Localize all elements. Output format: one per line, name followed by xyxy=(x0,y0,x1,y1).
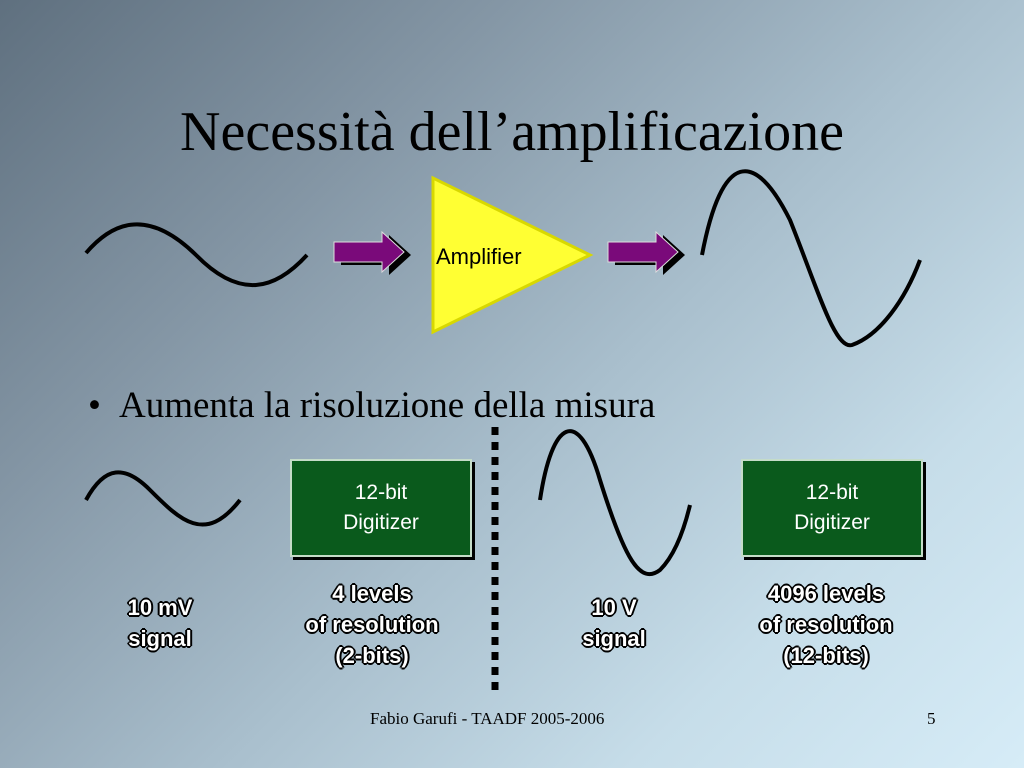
footer-page-number: 5 xyxy=(927,709,936,728)
left-digitizer-line2: Digitizer xyxy=(343,511,419,534)
footer-author: Fabio Garufi - TAADF 2005-2006 xyxy=(370,709,605,728)
left-resolution-line2: of resolution xyxy=(305,612,439,637)
arrow-from-amplifier xyxy=(607,230,685,275)
right-resolution-line3: (12-bits) xyxy=(783,643,869,668)
right-resolution-line1: 4096 levels xyxy=(767,581,885,606)
left-signal-label: 10 mV signal xyxy=(80,592,240,654)
right-signal-line2: signal xyxy=(582,626,646,651)
left-resolution-label: 4 levels of resolution (2-bits) xyxy=(272,578,472,671)
right-signal-line1: 10 V xyxy=(591,595,637,620)
arrow-to-amplifier xyxy=(333,230,411,275)
left-digitizer-box: 12-bit Digitizer xyxy=(290,459,472,557)
bullet-text: Aumenta la risoluzione della misura xyxy=(118,385,656,426)
small-signal-wave xyxy=(84,470,242,527)
bullet-item: • Aumenta la risoluzione della misura xyxy=(88,384,655,427)
right-digitizer-box: 12-bit Digitizer xyxy=(741,459,923,557)
left-resolution-line3: (2-bits) xyxy=(335,643,409,668)
right-signal-label: 10 V signal xyxy=(534,592,694,654)
large-signal-wave xyxy=(538,429,692,577)
right-digitizer-line1: 12-bit xyxy=(805,481,859,504)
output-sine-wave xyxy=(700,169,922,348)
right-resolution-label: 4096 levels of resolution (12-bits) xyxy=(726,578,926,671)
right-digitizer-line2: Digitizer xyxy=(794,511,870,534)
slide-title: Necessità dell’amplificazione xyxy=(180,101,844,163)
amplifier-label: Amplifier xyxy=(436,244,522,269)
bullet-marker: • xyxy=(88,385,101,426)
left-resolution-line1: 4 levels xyxy=(332,581,412,606)
left-signal-line2: signal xyxy=(128,626,192,651)
input-sine-wave xyxy=(84,222,309,288)
left-signal-line1: 10 mV xyxy=(127,595,193,620)
right-resolution-line2: of resolution xyxy=(759,612,893,637)
amplifier-triangle xyxy=(431,175,594,335)
left-digitizer-line1: 12-bit xyxy=(354,481,408,504)
